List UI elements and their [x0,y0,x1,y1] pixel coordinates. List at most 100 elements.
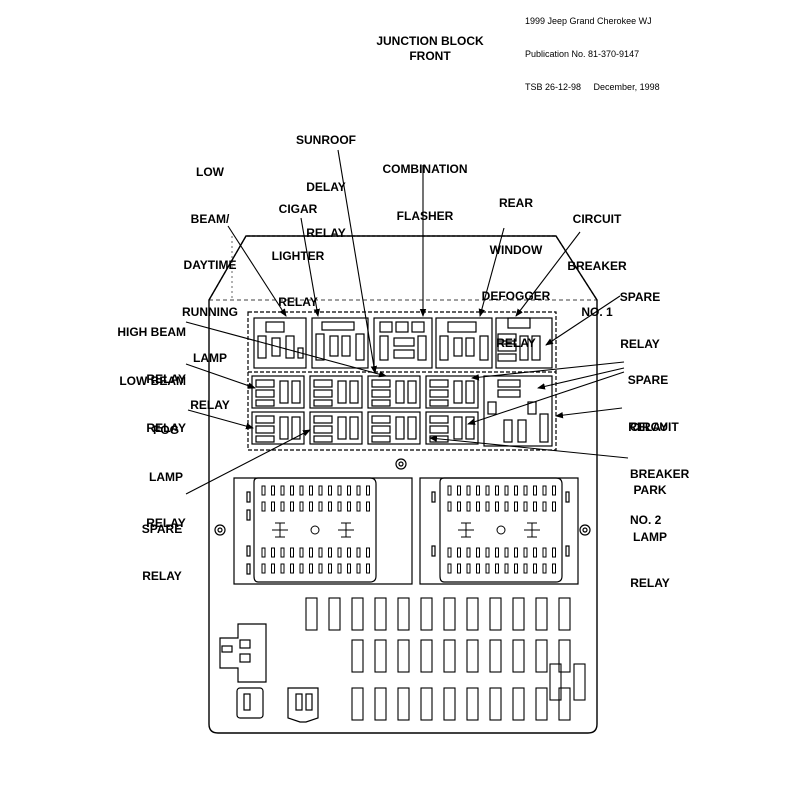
connector-pin [495,547,499,558]
mini-fuse [420,687,433,721]
connector-pin [504,501,509,512]
screw-top-center [395,458,407,470]
connector-pin [495,563,499,574]
lower-relay-grid [251,375,553,447]
label-cigar-lighter-relay: CIGAR LIGHTER RELAY [271,202,325,309]
relay-panel [247,311,557,451]
label-park-lamp-relay: PARK LAMP RELAY [630,483,670,590]
mini-fuses [305,597,586,721]
label-low-beam-relay: LOW BEAM RELAY [119,374,186,435]
connector-pin [485,547,490,558]
label-low-beam-drl-relay: LOW BEAM/ DAYTIME RUNNING LAMP RELAY [182,165,238,412]
connector-pin [290,501,294,512]
mini-fuse [420,597,433,631]
mini-fuse [397,687,410,721]
mini-fuse [420,639,433,673]
leader-circuit-breaker-1 [515,231,581,317]
connector-pin [542,563,547,574]
leader-cigar-lighter [300,217,320,317]
screw-left [214,524,226,536]
connector-pin [290,485,294,496]
connector-key [272,522,288,538]
mini-fuse [397,639,410,673]
connector-pin [299,547,304,558]
leader-spare-relay-3 [185,429,311,495]
header-publication: Publication No. 81-370-9147 [525,49,640,59]
label-spare-relay-1: SPARE RELAY [619,290,661,351]
label-circuit-breaker-2: CIRCUIT BREAKER NO. 2 [630,420,690,527]
connector-pin [328,547,332,558]
connector-pin [533,563,537,574]
connector-pin [476,485,480,496]
connector-pin [261,485,266,496]
connector-pin [366,485,370,496]
connector-pin [542,547,547,558]
leader-sunroof [337,149,378,374]
label-spare-relay-3: SPARE RELAY [141,522,183,583]
connector-pin [261,563,266,574]
connector-pin [514,563,518,574]
connector-pin [309,501,313,512]
connector-pin [533,485,537,496]
leader-park-lamp [429,435,629,459]
label-fog-lamp-relay: FOG LAMP RELAY [146,423,186,530]
left-connector [233,477,413,585]
leader-spare-relay-1 [545,295,621,346]
diode-socket [287,687,319,723]
leader-spare-relay-2b [537,367,625,390]
power-connector [219,623,267,683]
mini-fuse [489,597,502,631]
housing-outline [208,235,598,734]
connector-pin [356,501,361,512]
connector-pin [261,547,266,558]
mini-fuse [558,597,571,631]
label-combination-flasher: COMBINATION FLASHER [382,162,468,223]
connector-pin [514,485,518,496]
mini-fuse [512,639,525,673]
connector-pin [280,563,285,574]
connector-pin [523,547,528,558]
mini-fuse [351,639,364,673]
label-rear-window-defogger-relay: REAR WINDOW DEFOGGER RELAY [481,196,551,350]
connector-pin [347,563,351,574]
screw-right [579,524,591,536]
mini-fuse [443,687,456,721]
connector-pins [261,485,556,574]
mini-fuse [512,597,525,631]
connector-pin [476,501,480,512]
connector-pin [328,563,332,574]
label-spare-relay-2: SPARE RELAY [627,373,669,434]
leader-defogger [478,227,505,317]
connector-pin [523,485,528,496]
connector-center-hole [310,525,320,535]
label-circuit-breaker-1: CIRCUIT BREAKER NO. 1 [567,212,627,319]
connector-pin [552,501,556,512]
connector-pin [347,485,351,496]
connector-pin [542,485,547,496]
mini-fuse [374,639,387,673]
connector-key [524,522,540,538]
connector-pin [299,501,304,512]
leader-spare-relay-2c [467,371,625,425]
label-high-beam-relay: HIGH BEAM RELAY [117,325,186,386]
connector-pin [504,563,509,574]
connector-pin [542,501,547,512]
connector-pin [318,563,323,574]
connector-pin [347,501,351,512]
connector-pin [476,563,480,574]
connector-pin [280,485,285,496]
connector-pin [485,563,490,574]
connector-pin [495,501,499,512]
leader-lines [185,149,629,495]
mini-fuse [466,687,479,721]
connector-pin [495,485,499,496]
connector-pin [552,485,556,496]
mini-fuse [443,639,456,673]
connector-pin [337,485,342,496]
connector-pin [318,547,323,558]
connector-pin [533,501,537,512]
header-vehicle: 1999 Jeep Grand Cherokee WJ [525,16,652,26]
leader-circuit-breaker-2 [555,407,623,419]
connector-pin [290,563,294,574]
